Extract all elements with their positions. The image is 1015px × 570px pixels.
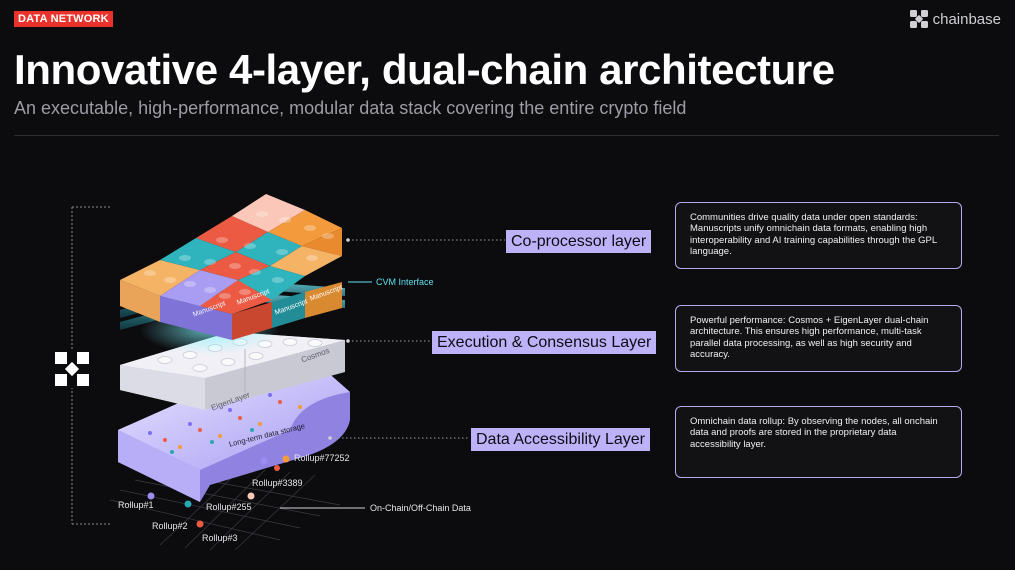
coprocessor-layer-bricks xyxy=(120,194,342,340)
rollup-label: Rollup#255 xyxy=(206,502,252,512)
layer-label-execution: Execution & Consensus Layer xyxy=(432,331,657,354)
onchain-offchain-label: On-Chain/Off-Chain Data xyxy=(370,503,471,513)
connector-lines xyxy=(330,239,505,439)
left-bracket xyxy=(71,206,112,525)
brand: chainbase xyxy=(909,10,1001,28)
execution-layer-bricks xyxy=(120,332,345,410)
data-dots xyxy=(148,393,302,454)
cvm-interface-label: CVM Interface xyxy=(376,277,434,287)
layer-label-coprocessor: Co-processor layer xyxy=(506,230,652,253)
chainbase-logo-icon xyxy=(909,10,928,28)
description-execution: Powerful performance: Cosmos + EigenLaye… xyxy=(675,305,962,372)
rollup-markers xyxy=(147,455,290,528)
description-data-accessibility: Omnichain data rollup: By observing the … xyxy=(675,406,962,478)
layer-label-data-accessibility: Data Accessibility Layer xyxy=(471,428,650,451)
data-accessibility-slab xyxy=(118,370,350,502)
connector-dots xyxy=(328,238,350,440)
divider xyxy=(14,135,999,136)
chainbase-logo-icon xyxy=(55,352,89,386)
rollup-label: Rollup#3 xyxy=(202,533,238,543)
rollup-label: Rollup#2 xyxy=(152,521,188,531)
rollup-label: Rollup#77252 xyxy=(294,453,350,463)
rollup-label: Rollup#1 xyxy=(118,500,154,510)
section-tag: DATA NETWORK xyxy=(14,11,113,27)
page-subtitle: An executable, high-performance, modular… xyxy=(14,98,687,118)
rollup-label: Rollup#3389 xyxy=(252,478,303,488)
brand-name: chainbase xyxy=(932,10,1001,28)
page-title: Innovative 4-layer, dual-chain architect… xyxy=(14,46,835,93)
description-coprocessor: Communities drive quality data under ope… xyxy=(675,202,962,269)
